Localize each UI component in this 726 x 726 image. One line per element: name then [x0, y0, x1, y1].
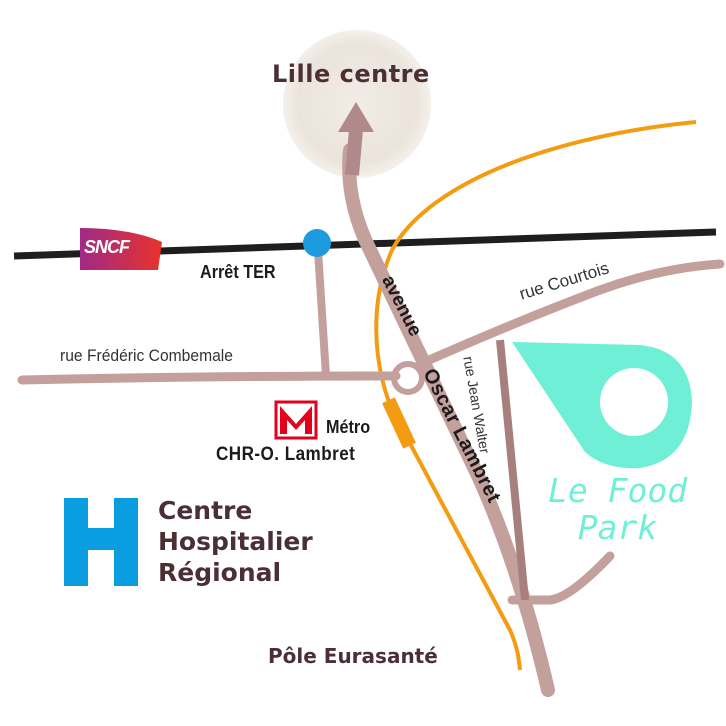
- ter-stop-label: Arrêt TER: [200, 262, 276, 282]
- area-label: Pôle Eurasanté: [268, 644, 438, 668]
- street-label-combemale: rue Frédéric Combemale: [60, 346, 233, 365]
- metro-station-label: CHR-O. Lambret: [216, 444, 356, 465]
- roundabout: [391, 361, 425, 395]
- hospital-name-line-3: Régional: [158, 558, 282, 587]
- destination-label: Lille centre: [272, 60, 430, 88]
- metro-label: Métro: [326, 417, 371, 437]
- road-courtois: [415, 259, 725, 369]
- road-avenue-oscar-lambret: [342, 143, 555, 697]
- road-to-ter: [314, 246, 330, 380]
- road-combemale: [17, 371, 401, 385]
- venue-name-line-1: Le Food: [548, 471, 688, 510]
- location-pin-icon: [512, 342, 692, 469]
- hospital-name: Centre Hospitalier Régional: [158, 495, 313, 588]
- sncf-logo-icon: [80, 228, 162, 270]
- road-jean-walter: [496, 339, 529, 601]
- metro-logo-icon: [274, 400, 318, 440]
- metro-station-platform: [382, 397, 416, 449]
- road-south-spur: [507, 551, 615, 605]
- venue-name-line-2: Park: [577, 508, 658, 547]
- hospital-icon: [64, 498, 138, 586]
- hospital-name-line-2: Hospitalier: [158, 527, 313, 556]
- venue-name: Le Food Park: [548, 472, 687, 546]
- sncf-brand-text: SNCF: [84, 237, 130, 257]
- hospital-name-line-1: Centre: [158, 496, 253, 525]
- ter-stop-icon: [303, 229, 331, 257]
- arrow-up-icon: [338, 102, 374, 132]
